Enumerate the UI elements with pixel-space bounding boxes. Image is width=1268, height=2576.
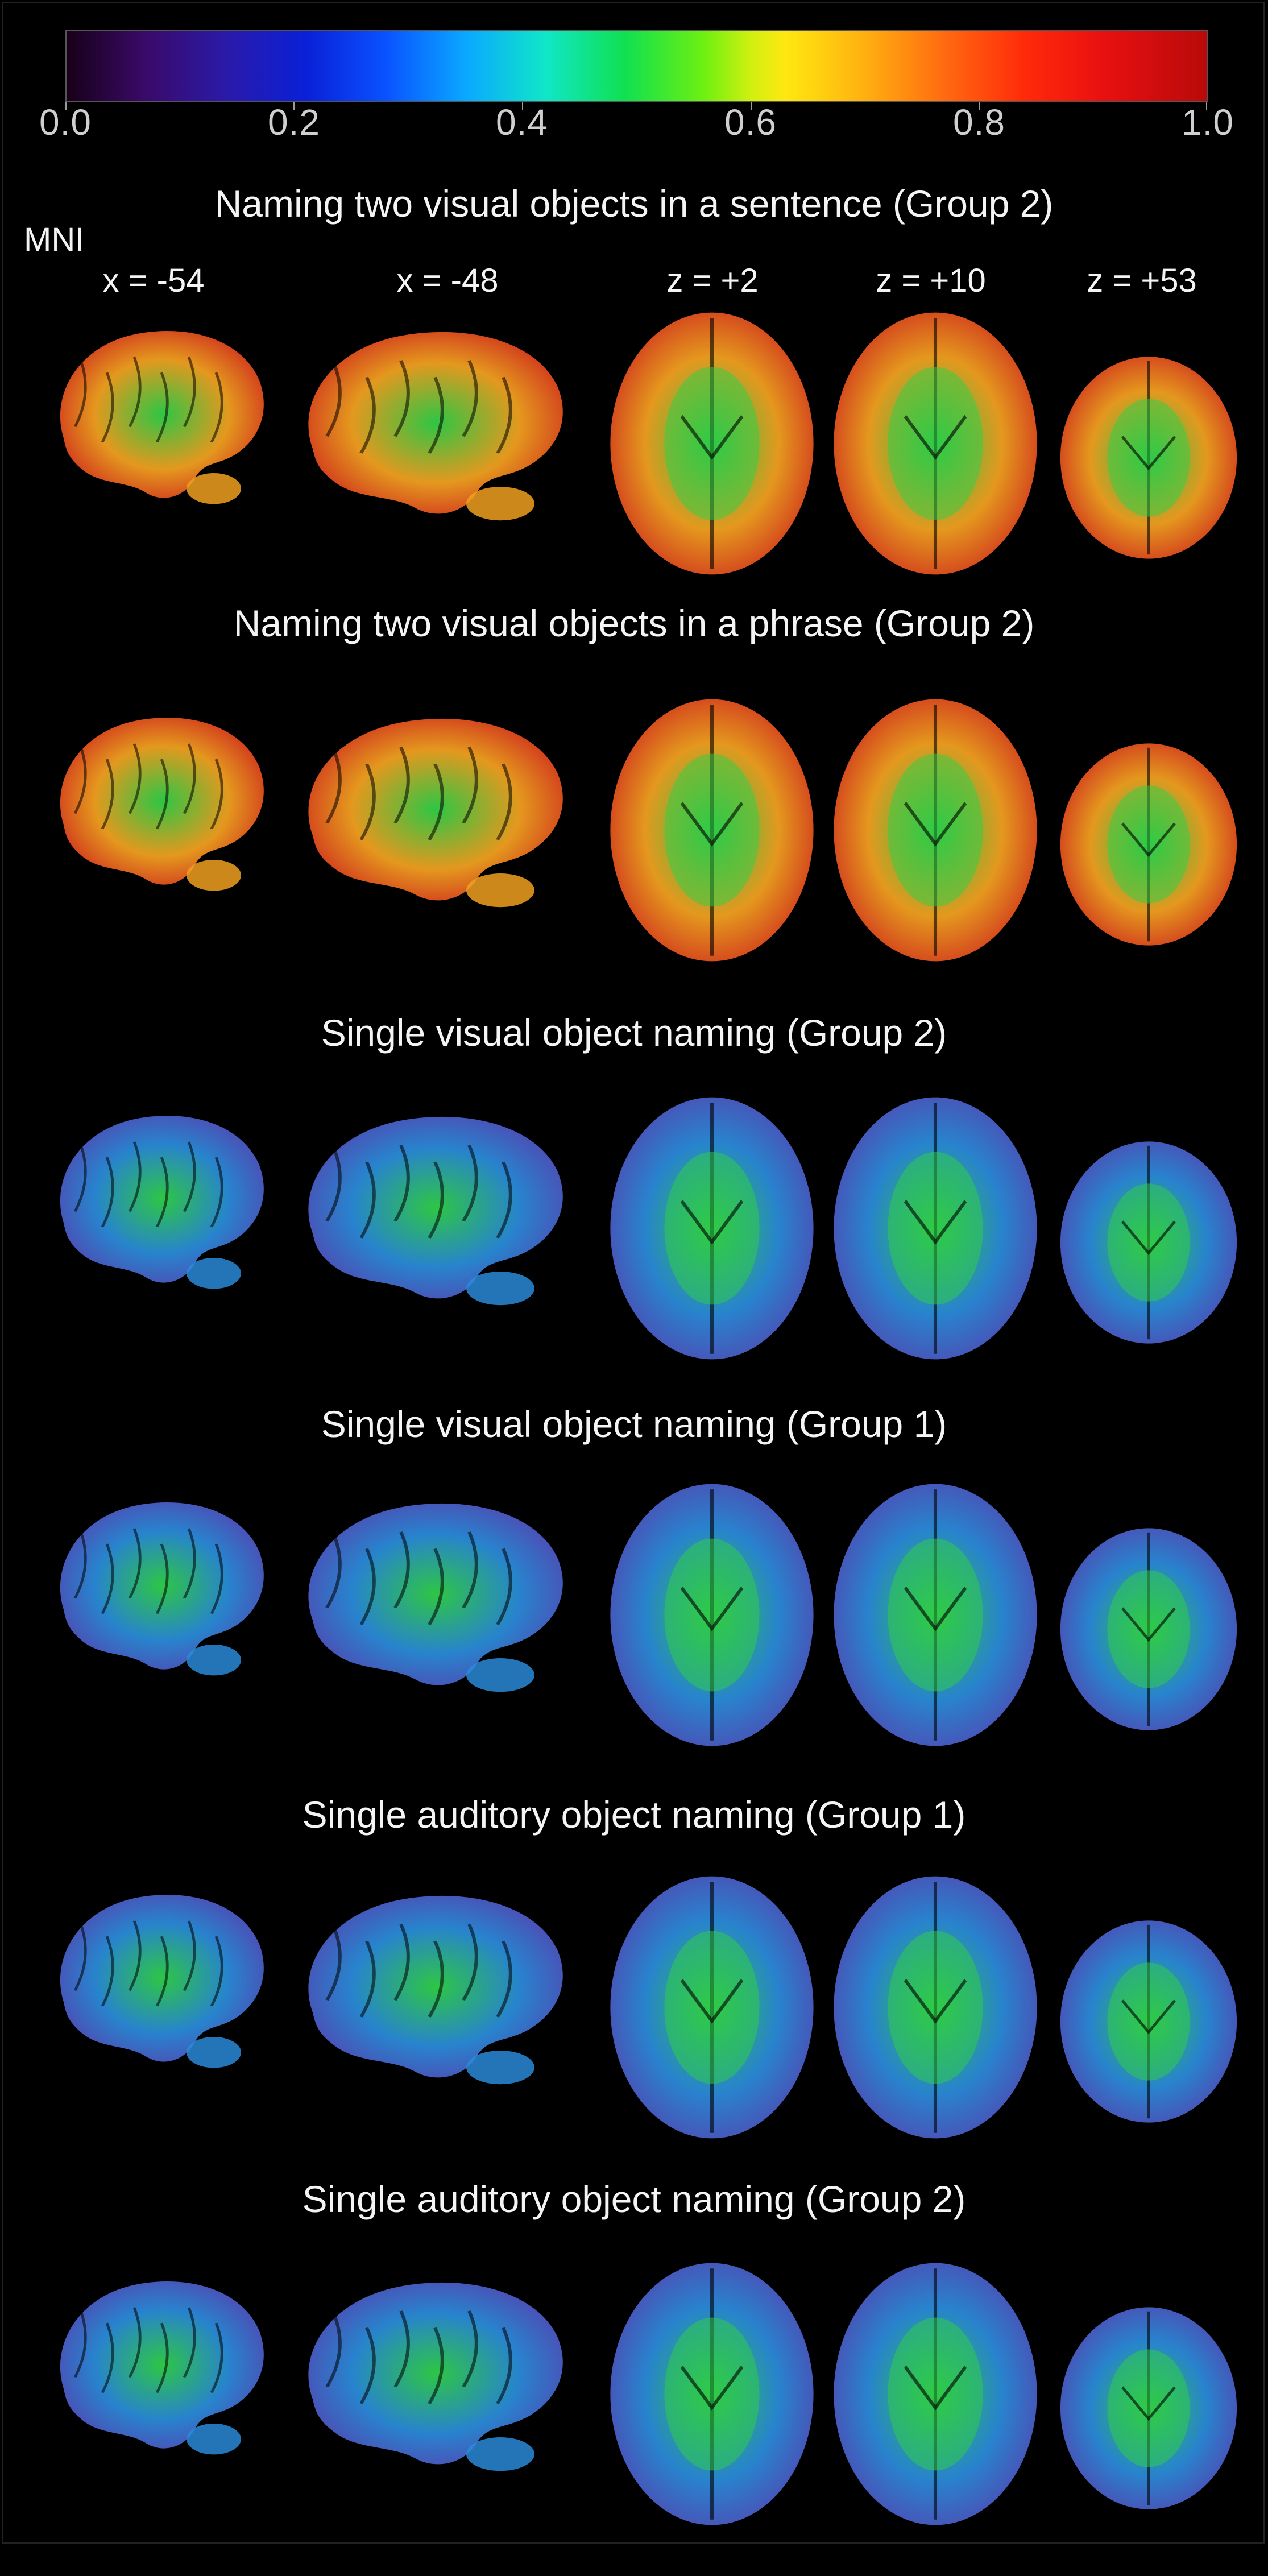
sagittal-slice-x-48	[290, 1490, 574, 1700]
axial-slice-z10	[827, 2258, 1043, 2531]
colorbar-tick	[751, 102, 752, 110]
slice-label-z10: z = +10	[876, 262, 986, 299]
sagittal-slice-x-48	[290, 705, 574, 916]
slice-label-z53: z = +53	[1087, 262, 1197, 299]
sagittal-slice-x-48	[290, 2269, 574, 2479]
axial-slice-z53	[1055, 1916, 1242, 2127]
sagittal-slice-x-54	[45, 2269, 273, 2462]
axial-slice-z10	[827, 1092, 1043, 1365]
colorbar-tick-label: 0.0	[39, 102, 92, 143]
axial-slice-z2	[604, 1871, 820, 2144]
colorbar	[65, 30, 1208, 110]
colorbar-tick-label: 0.2	[268, 102, 320, 143]
sagittal-slice-x-48	[290, 1882, 574, 2093]
panel-title-2: Naming two visual objects in a phrase (G…	[233, 602, 1035, 644]
slice-label-x-48: x = -48	[396, 262, 499, 299]
panel-title-1: Naming two visual objects in a sentence …	[214, 183, 1054, 225]
axial-slice-z2	[604, 2258, 820, 2531]
axial-slice-z53	[1055, 2303, 1242, 2513]
brain-row-2	[0, 694, 1268, 1012]
panel-title-5: Single auditory object naming (Group 1)	[302, 1794, 966, 1836]
colorbar-tick-label: 0.4	[496, 102, 548, 143]
axial-slice-z53	[1055, 1524, 1242, 1734]
sagittal-slice-x-54	[45, 1490, 273, 1683]
axial-slice-z2	[604, 694, 820, 967]
axial-slice-z2	[604, 1478, 820, 1751]
colorbar-tick-label: 0.8	[953, 102, 1005, 143]
sagittal-slice-x-54	[45, 1882, 273, 2076]
sagittal-slice-x-54	[45, 1103, 273, 1297]
colorbar-gradient	[65, 30, 1208, 102]
brain-row-4	[0, 1478, 1268, 1797]
colorbar-tick	[65, 102, 67, 110]
coordinate-system-label: MNI	[24, 221, 85, 258]
slice-label-x-54: x = -54	[102, 262, 205, 299]
colorbar-tick	[979, 102, 980, 110]
brain-row-3	[0, 1092, 1268, 1410]
colorbar-tick-label: 0.6	[724, 102, 777, 143]
axial-slice-z10	[827, 1871, 1043, 2144]
brain-row-6	[0, 2258, 1268, 2576]
brain-row-1	[0, 307, 1268, 626]
axial-slice-z53	[1055, 739, 1242, 950]
axial-slice-z53	[1055, 1137, 1242, 1348]
panel-title-4: Single visual object naming (Group 1)	[321, 1403, 947, 1445]
brain-row-5	[0, 1871, 1268, 2189]
axial-slice-z10	[827, 307, 1043, 580]
axial-slice-z10	[827, 1478, 1043, 1751]
colorbar-tick-label: 1.0	[1182, 102, 1234, 143]
colorbar-tick	[293, 102, 295, 110]
sagittal-slice-x-48	[290, 1103, 574, 1314]
axial-slice-z2	[604, 1092, 820, 1365]
sagittal-slice-x-54	[45, 318, 273, 512]
slice-label-z2: z = +2	[666, 262, 759, 299]
panel-title-3: Single visual object naming (Group 2)	[321, 1012, 947, 1054]
panel-title-6: Single auditory object naming (Group 2)	[302, 2178, 966, 2220]
axial-slice-z10	[827, 694, 1043, 967]
sagittal-slice-x-48	[290, 318, 574, 529]
colorbar-tick	[1206, 102, 1207, 110]
colorbar-tick	[522, 102, 523, 110]
axial-slice-z2	[604, 307, 820, 580]
sagittal-slice-x-54	[45, 705, 273, 898]
axial-slice-z53	[1055, 353, 1242, 563]
